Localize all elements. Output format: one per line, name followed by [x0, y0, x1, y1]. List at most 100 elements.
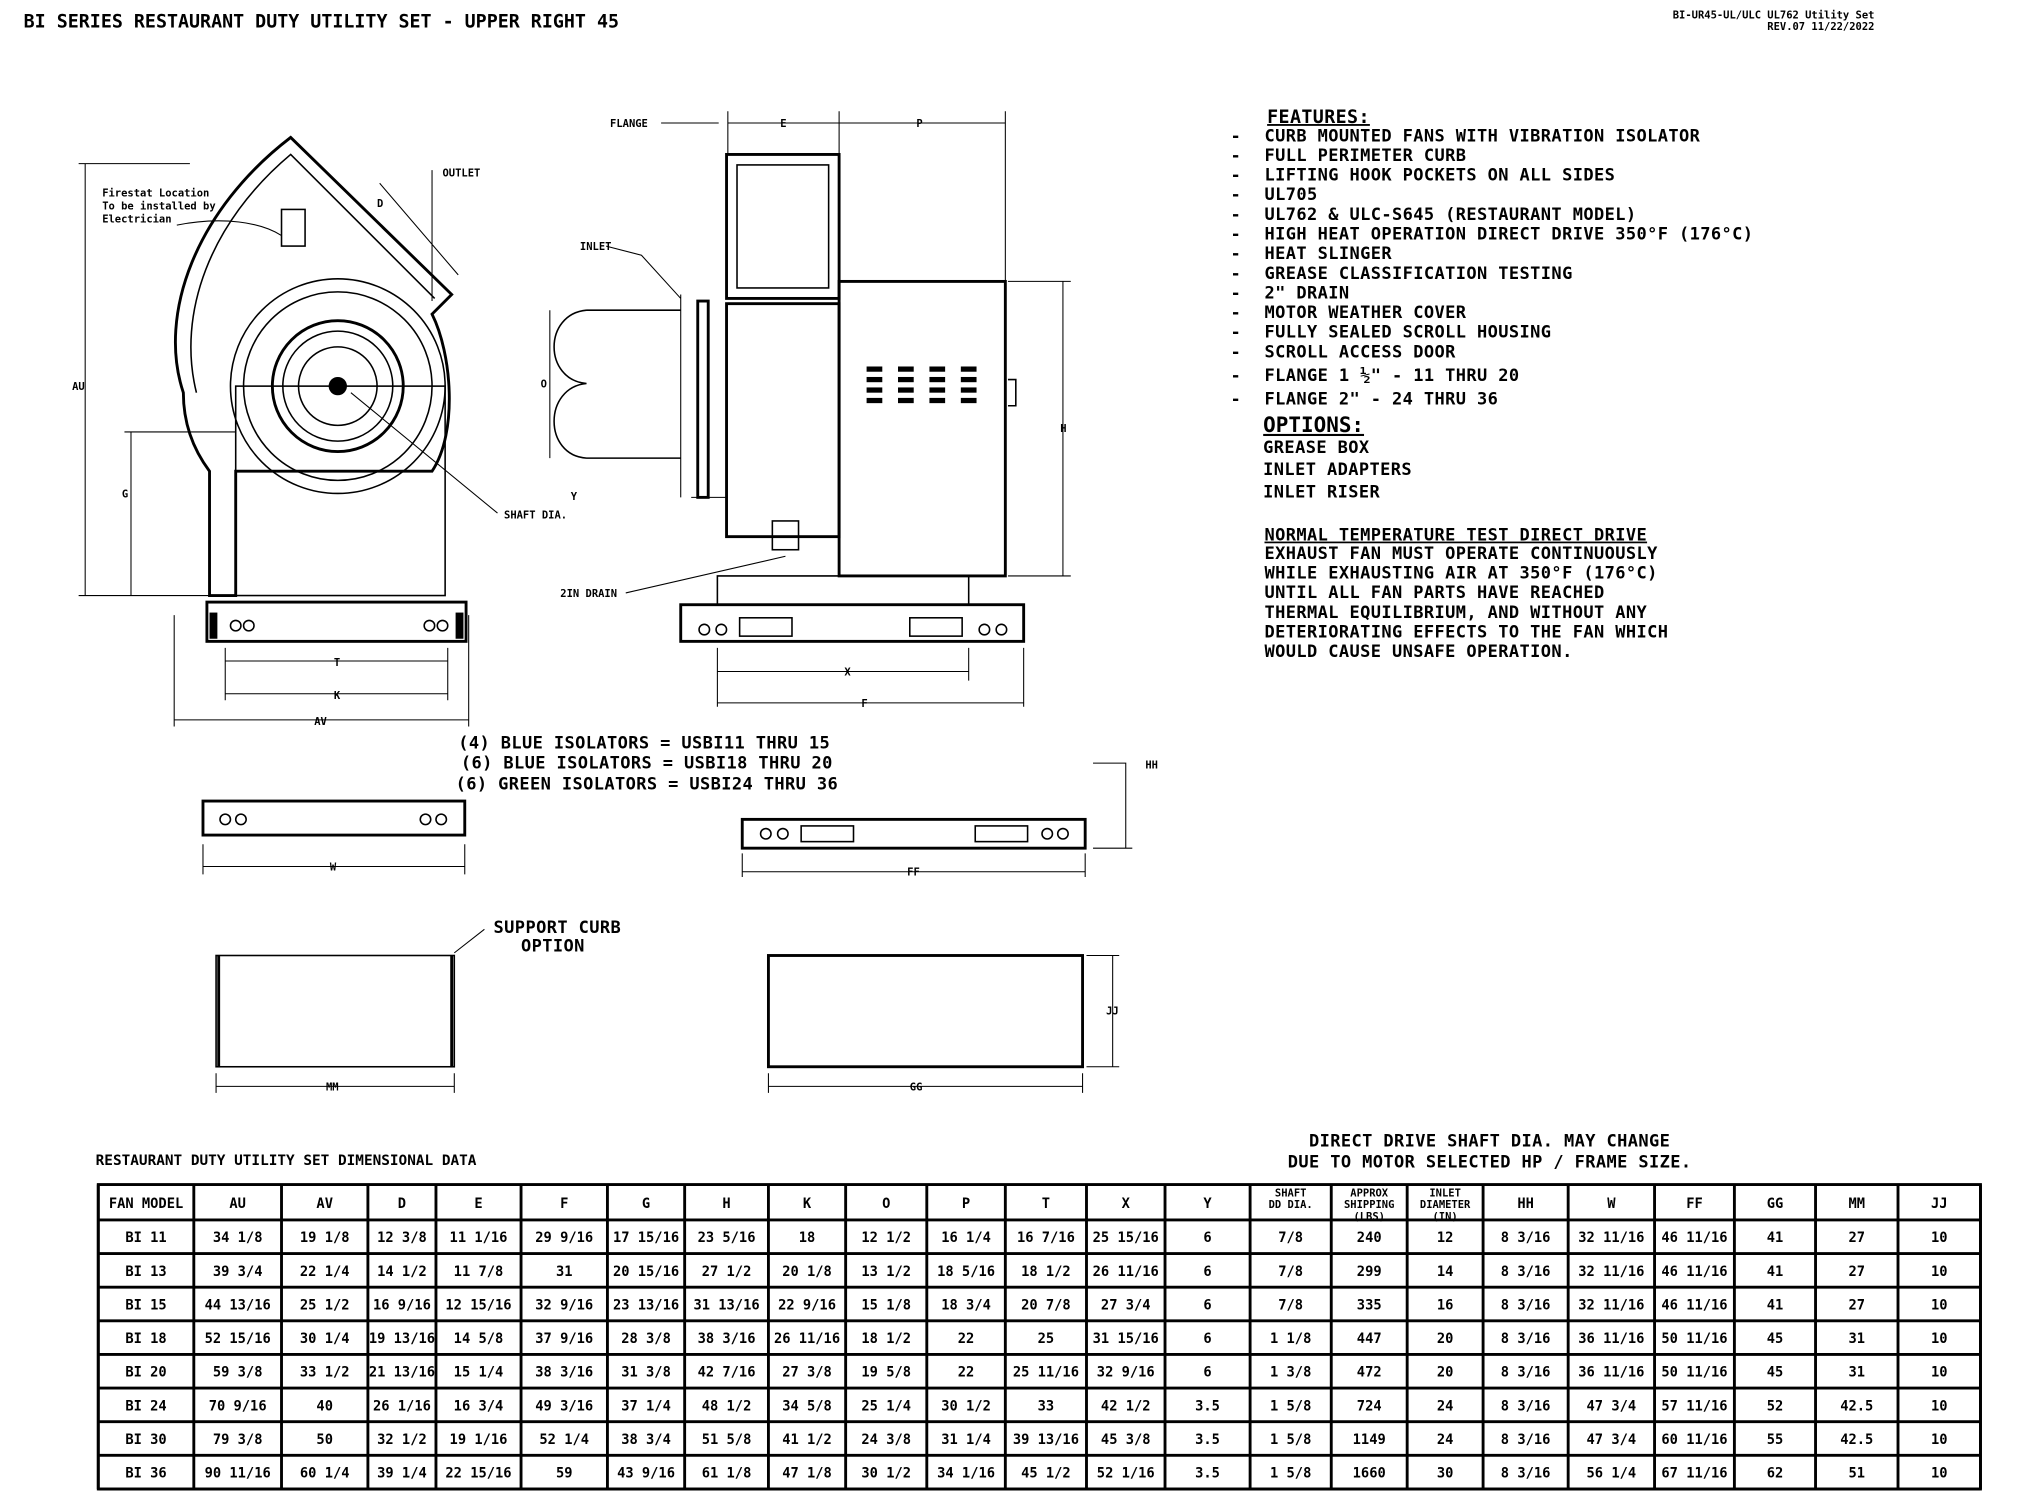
table-cell: 30 1/4 — [300, 1331, 350, 1347]
table-cell: 13 1/2 — [861, 1264, 911, 1280]
table-cell: 18 1/2 — [861, 1331, 911, 1347]
table-cell: 6 — [1203, 1331, 1211, 1347]
feature-bullet: - — [1230, 323, 1241, 343]
table-cell: 10 — [1931, 1432, 1948, 1448]
table-cell: 39 1/4 — [377, 1466, 427, 1482]
feature-bullet: - — [1230, 166, 1241, 186]
table-cell: 52 15/16 — [205, 1331, 271, 1347]
table-cell: 6 — [1203, 1297, 1211, 1313]
table-header-cell: Y — [1203, 1196, 1212, 1212]
table-cell: 47 3/4 — [1587, 1432, 1637, 1448]
table-cell: 16 1/4 — [941, 1230, 991, 1246]
table-cell: 32 1/2 — [377, 1432, 427, 1448]
table-title: RESTAURANT DUTY UTILITY SET DIMENSIONAL … — [96, 1153, 477, 1169]
dim-au-label: AU — [72, 381, 85, 393]
feature-item: FULL PERIMETER CURB — [1264, 146, 1466, 166]
table-cell: 60 1/4 — [300, 1466, 350, 1482]
louver-slot — [898, 366, 914, 372]
table-cell: 3.5 — [1195, 1432, 1220, 1448]
feature-bullet: - — [1230, 389, 1241, 409]
table-header-cell: W — [1607, 1196, 1616, 1212]
features-heading: FEATURES: — [1267, 107, 1370, 128]
table-cell: 724 — [1357, 1398, 1382, 1414]
table-cell: 26 1/16 — [373, 1398, 431, 1414]
table-header-cell: DIAMETER — [1420, 1199, 1471, 1211]
table-cell: 43 9/16 — [617, 1466, 675, 1482]
table-cell: 33 — [1038, 1398, 1055, 1414]
test-note-text: EXHAUST FAN MUST OPERATE CONTINUOUSLYWHI… — [1264, 544, 1667, 662]
feature-bullet: - — [1230, 205, 1241, 225]
outlet-label: OUTLET — [443, 168, 481, 180]
table-header-cell: JJ — [1931, 1196, 1948, 1212]
table-cell: 42.5 — [1840, 1432, 1873, 1448]
table-header-cell: P — [962, 1196, 970, 1212]
table-header-cell: MM — [1849, 1196, 1866, 1212]
table-header-cell: AV — [316, 1196, 333, 1212]
table-header-cell: T — [1042, 1196, 1050, 1212]
table-cell: 50 — [316, 1432, 333, 1448]
table-cell: 18 — [799, 1230, 816, 1246]
support-curb-label-1: SUPPORT CURB — [494, 918, 622, 938]
table-cell: 12 — [1437, 1230, 1454, 1246]
feature-bullet: - — [1230, 146, 1241, 166]
dim-g-label: G — [122, 488, 128, 500]
table-cell: 15 1/8 — [861, 1297, 911, 1313]
features-list: -CURB MOUNTED FANS WITH VIBRATION ISOLAT… — [1230, 126, 1753, 409]
table-cell: 47 3/4 — [1587, 1398, 1637, 1414]
table-cell: 41 — [1767, 1297, 1784, 1313]
table-cell: 1 5/8 — [1270, 1466, 1311, 1482]
table-cell: 10 — [1931, 1264, 1948, 1280]
table-cell: 14 1/2 — [377, 1264, 427, 1280]
table-cell: 42 1/2 — [1101, 1398, 1151, 1414]
feature-item: FULLY SEALED SCROLL HOUSING — [1264, 323, 1551, 343]
table-cell: 25 — [1038, 1331, 1055, 1347]
table-cell: 19 5/8 — [861, 1365, 911, 1381]
table-cell: 36 11/16 — [1578, 1331, 1644, 1347]
firestat-label-3: Electrician — [102, 214, 171, 226]
table-cell: 8 3/16 — [1501, 1230, 1551, 1246]
option-item: INLET ADAPTERS — [1263, 460, 1412, 480]
table-note-1: DIRECT DRIVE SHAFT DIA. MAY CHANGE — [1309, 1132, 1670, 1152]
table-cell: BI 24 — [125, 1398, 166, 1414]
table-cell: 22 15/16 — [445, 1466, 511, 1482]
table-cell: 48 1/2 — [702, 1398, 752, 1414]
table-header-cell: (IN) — [1433, 1211, 1458, 1223]
table-header-cell: APPROX — [1350, 1187, 1389, 1199]
table-cell: 29 9/16 — [535, 1230, 593, 1246]
table-cell: 3.5 — [1195, 1466, 1220, 1482]
table-cell: 38 3/16 — [535, 1365, 593, 1381]
table-cell: 52 — [1767, 1398, 1784, 1414]
table-cell: 6 — [1203, 1365, 1211, 1381]
table-cell: 33 1/2 — [300, 1365, 350, 1381]
table-cell: 79 3/8 — [213, 1432, 263, 1448]
table-cell: BI 13 — [125, 1264, 166, 1280]
table-cell: 6 — [1203, 1230, 1211, 1246]
louver-slot — [898, 397, 914, 404]
table-cell: 20 1/8 — [782, 1264, 832, 1280]
table-cell: 19 1/8 — [300, 1230, 350, 1246]
table-cell: BI 18 — [125, 1331, 166, 1347]
feature-item: 2" DRAIN — [1264, 283, 1349, 303]
doc-ref-line1: BI-UR45-UL/ULC UL762 Utility Set — [1673, 9, 1875, 21]
drain-label: 2IN DRAIN — [560, 588, 617, 600]
table-cell: 27 1/2 — [702, 1264, 752, 1280]
table-cell: 39 13/16 — [1013, 1432, 1079, 1448]
table-cell: 38 3/4 — [621, 1432, 671, 1448]
dim-jj-label: JJ — [1106, 1005, 1119, 1017]
louver-slot — [929, 376, 946, 383]
dim-t-label: T — [334, 657, 340, 669]
table-cell: 22 — [958, 1365, 975, 1381]
table-cell: 18 3/4 — [941, 1297, 991, 1313]
table-cell: 1149 — [1353, 1432, 1386, 1448]
louver-slot — [866, 376, 883, 383]
table-cell: 55 — [1767, 1432, 1784, 1448]
table-note-2: DUE TO MOTOR SELECTED HP / FRAME SIZE. — [1288, 1153, 1692, 1173]
table-cell: 42.5 — [1840, 1398, 1873, 1414]
support-curb-drawing: SUPPORT CURB OPTION MM GG JJ — [215, 918, 1120, 1093]
table-cell: 8 3/16 — [1501, 1466, 1551, 1482]
dim-y-label: Y — [571, 491, 578, 503]
table-header-cell: SHIPPING — [1344, 1199, 1394, 1211]
